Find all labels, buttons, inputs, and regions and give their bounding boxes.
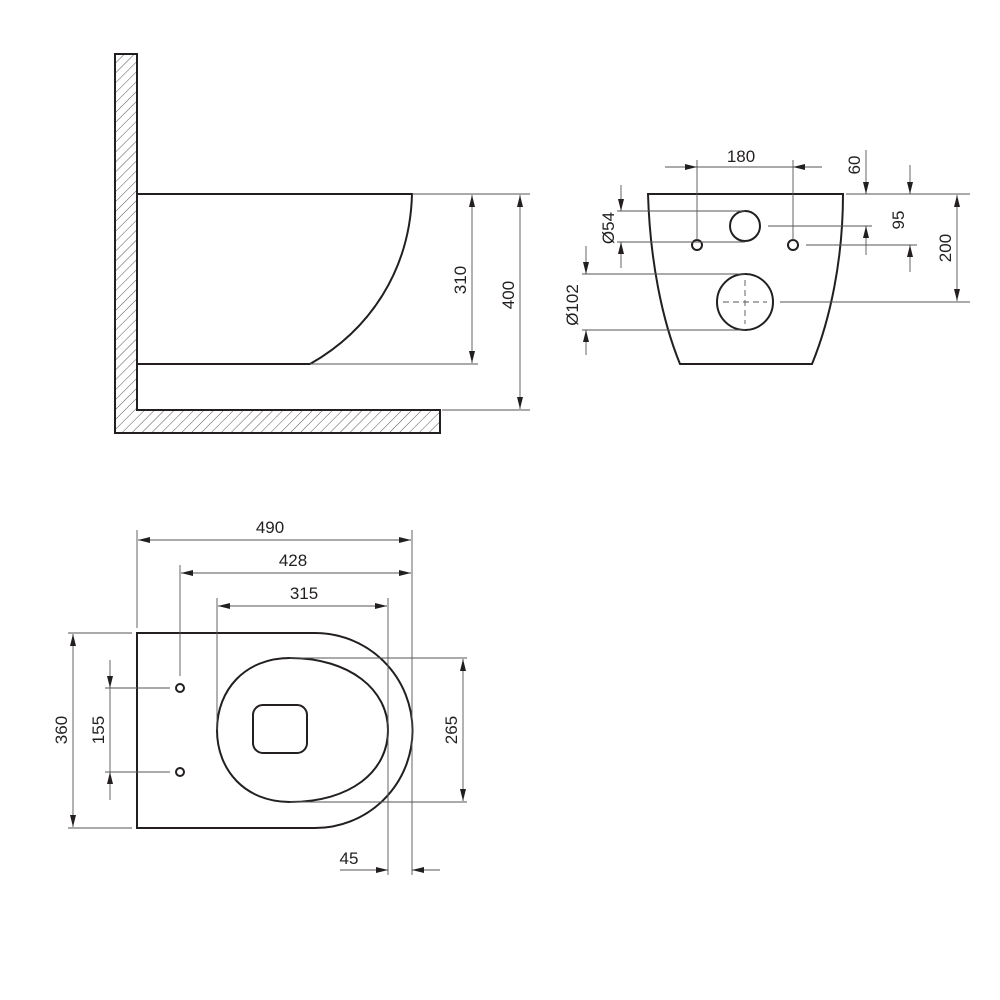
dim-label-inlet-offset: 60 (845, 156, 864, 175)
front-view: 180 Ø54 Ø102 60 95 200 (563, 147, 970, 365)
side-view: 310 400 (114, 53, 530, 434)
top-view: 490 428 315 360 155 265 45 (52, 518, 467, 875)
dim-label-width: 360 (52, 716, 71, 744)
bowl-front-outline (646, 193, 845, 365)
wall-floor-section (114, 53, 441, 434)
dim-label-outlet-diameter: Ø102 (563, 284, 582, 326)
dim-label-bolt-to-front: 428 (279, 551, 307, 570)
seat-opening-outline (215, 656, 390, 804)
dim-label-length: 490 (256, 518, 284, 537)
dim-label-front-overhang: 45 (340, 849, 359, 868)
mount-hole-top (175, 683, 185, 693)
dim-label-inlet-diameter: Ø54 (599, 212, 618, 244)
dim-label-bolt-spacing-top: 155 (89, 716, 108, 744)
dim-label-bowl-height: 310 (451, 266, 470, 294)
bolt-hole-right (787, 239, 799, 251)
inlet-circle (729, 210, 761, 242)
dim-label-total-height: 400 (499, 281, 518, 309)
dim-label-seat-length: 315 (290, 584, 318, 603)
dim-label-seat-width: 265 (442, 716, 461, 744)
mount-hole-bottom (175, 767, 185, 777)
bowl-top-outline (136, 632, 414, 829)
dim-label-bolt-spacing-front: 180 (727, 147, 755, 166)
bowl-side-outline (137, 193, 414, 365)
bolt-hole-left (691, 239, 703, 251)
dim-label-bolt-offset: 95 (889, 211, 908, 230)
dim-label-outlet-offset: 200 (936, 234, 955, 262)
flush-hole-outline (252, 704, 308, 754)
